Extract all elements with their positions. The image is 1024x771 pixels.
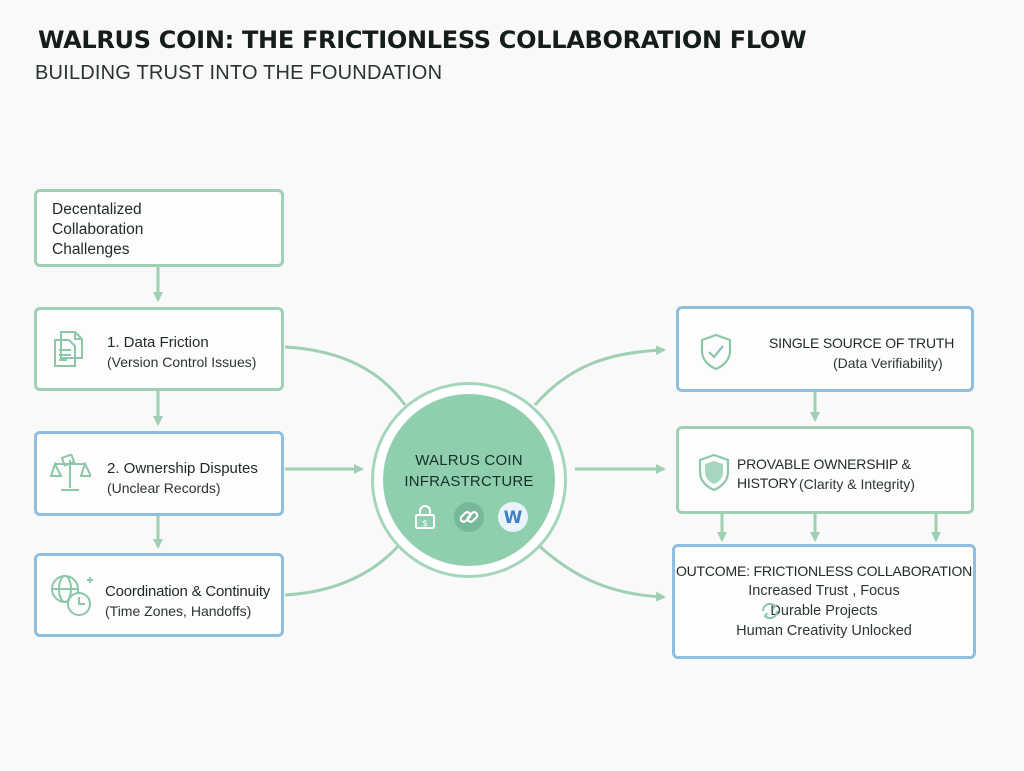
outcome-label: OUTCOME: FRICTIONLESS COLLABORATION — [675, 563, 973, 579]
data-friction-sub: (Version Control Issues) — [107, 354, 257, 370]
hub-line-1: WALRUS COIN — [415, 452, 523, 469]
curve-hub-to-outcome — [533, 540, 666, 602]
coordination-sub: (Time Zones, Handoffs) — [105, 603, 252, 619]
svg-text:$: $ — [422, 519, 428, 529]
globe-clock-icon — [51, 575, 93, 616]
ownership-label: 2. Ownership Disputes — [107, 460, 258, 477]
walrus-w-letter: W — [504, 508, 523, 528]
scales-icon — [49, 454, 91, 491]
lock-icon: $ — [410, 502, 440, 532]
hub-label: WALRUS COIN INFRASTRCTURE — [383, 450, 555, 492]
curve-hub-to-truth — [533, 345, 666, 406]
hub-icons: $ W — [383, 502, 555, 532]
provable-sub: (Clarity & Integrity) — [799, 476, 915, 492]
challenges-box: Decentalized Collaboration Challenges — [34, 189, 284, 267]
challenges-line-1: Decentalized — [52, 201, 142, 218]
curve-friction-to-hub — [284, 345, 407, 406]
walrus-w-icon: W — [498, 502, 528, 532]
link-icon — [454, 502, 484, 532]
provable-box: PROVABLE OWNERSHIP & HISTORY (Clarity & … — [676, 426, 974, 514]
outcome-line-1: Increased Trust , Focus — [748, 583, 900, 599]
outcome-line-2: Durable Projects — [770, 603, 878, 619]
provable-label: PROVABLE OWNERSHIP & HISTORY — [737, 456, 911, 491]
shield-check-icon — [700, 333, 732, 371]
hub-inner: WALRUS COIN INFRASTRCTURE $ W — [383, 394, 555, 566]
challenges-line-3: Challenges — [52, 241, 130, 258]
truth-box: SINGLE SOURCE OF TRUTH (Data Verifiabili… — [676, 306, 974, 392]
curve-coordination-to-hub — [284, 537, 407, 597]
truth-sub: (Data Verifiability) — [833, 355, 943, 371]
data-friction-label: 1. Data Friction — [107, 334, 209, 351]
outcome-box: OUTCOME: FRICTIONLESS COLLABORATION Incr… — [672, 544, 976, 659]
ownership-sub: (Unclear Records) — [107, 480, 221, 496]
ownership-box: 2. Ownership Disputes (Unclear Records) — [34, 431, 284, 516]
shield-icon — [698, 453, 730, 492]
coordination-label: Coordination & Continuity — [105, 583, 271, 600]
coordination-box: Coordination & Continuity (Time Zones, H… — [34, 553, 284, 637]
recycle-icon — [761, 602, 779, 620]
outcome-line-3: Human Creativity Unlocked — [736, 623, 912, 639]
truth-label: SINGLE SOURCE OF TRUTH — [769, 335, 955, 351]
documents-icon — [54, 331, 83, 367]
data-friction-box: 1. Data Friction (Version Control Issues… — [34, 307, 284, 391]
challenges-label: Decentalized Collaboration Challenges — [52, 200, 143, 260]
hub-line-2: INFRASTRCTURE — [404, 473, 534, 490]
hub-circle: WALRUS COIN INFRASTRCTURE $ W — [371, 382, 567, 578]
outcome-text: OUTCOME: FRICTIONLESS COLLABORATION Incr… — [675, 561, 973, 641]
challenges-line-2: Collaboration — [52, 221, 144, 238]
diagram-title: WALRUS COIN: THE FRICTIONLESS COLLABORAT… — [38, 26, 807, 54]
diagram-subtitle: BUILDING TRUST INTO THE FOUNDATION — [35, 62, 443, 84]
